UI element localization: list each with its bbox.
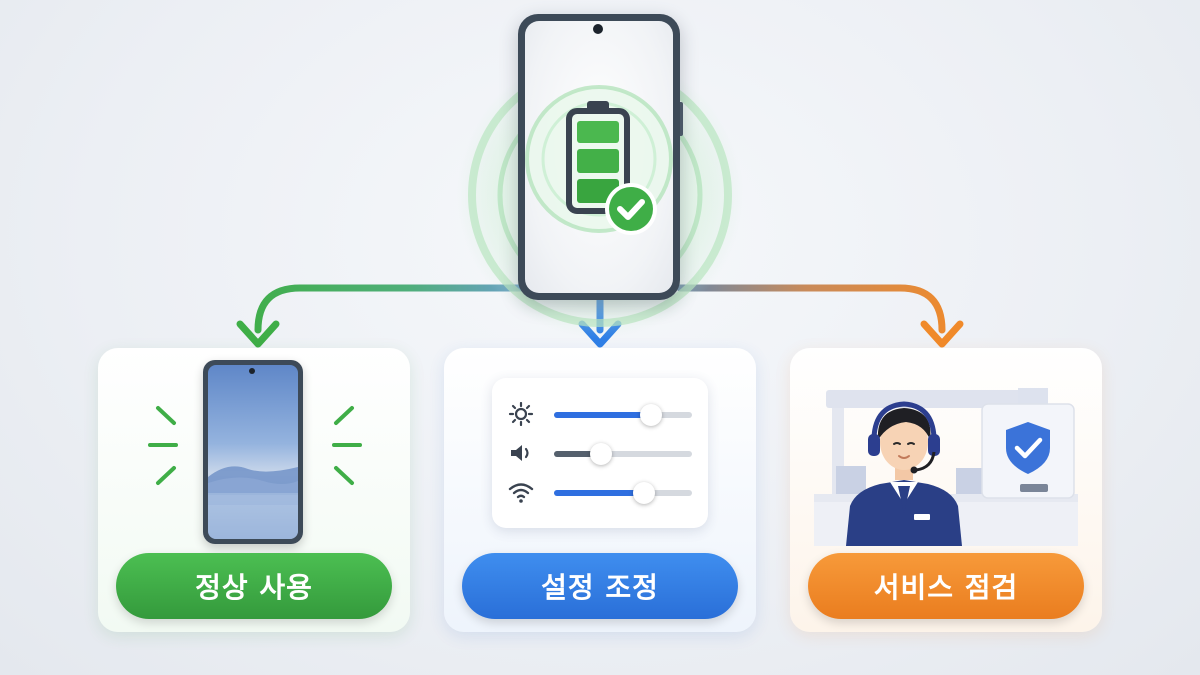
agent-hair: [877, 408, 931, 440]
label-normal-use[interactable]: 정상 사용: [116, 553, 392, 619]
volume-icon: [511, 445, 529, 461]
volume-fill: [554, 451, 601, 457]
label-settings-adjust[interactable]: 설정 조정: [462, 553, 738, 619]
connector-left: [254, 284, 524, 334]
brightness-fill: [554, 412, 651, 418]
wifi-icon: [508, 483, 534, 503]
wifi-track: [554, 482, 692, 504]
label-service-check[interactable]: 서비스 점검: [808, 553, 1084, 619]
vibration-lines-right: [332, 406, 362, 485]
arrowhead-right: [920, 320, 964, 348]
slider-volume[interactable]: [508, 441, 694, 465]
slider-wifi[interactable]: [508, 480, 694, 504]
camera-dot: [593, 24, 603, 34]
card-settings-adjust[interactable]: 설정 조정: [444, 348, 756, 632]
wifi-knob[interactable]: [632, 482, 655, 504]
volume-track: [554, 443, 692, 465]
shield-icon: [1006, 422, 1050, 474]
smartphone-camera: [249, 368, 255, 374]
card-normal-use[interactable]: 정상 사용: [98, 348, 410, 632]
slider-brightness[interactable]: [508, 402, 694, 426]
main-phone: [518, 14, 683, 300]
arrowhead-left: [236, 320, 280, 348]
service-agent-icon: [814, 388, 1078, 546]
battery-check-icon: [566, 101, 657, 235]
wifi-fill: [554, 490, 644, 496]
side-button: [680, 102, 683, 136]
smartphone-icon: [203, 360, 303, 544]
headset-icon: [871, 401, 937, 447]
battery-level-2: [577, 149, 619, 173]
vibration-lines-left: [148, 406, 178, 485]
main-phone-screen: [525, 21, 673, 293]
smartphone-screen: [208, 365, 298, 539]
wallpaper-landscape: [208, 466, 298, 539]
brightness-icon: [508, 402, 534, 426]
brightness-track: [554, 404, 692, 426]
volume-knob[interactable]: [589, 443, 612, 465]
card-service-check[interactable]: 서비스 점검: [790, 348, 1102, 632]
battery-level-1: [577, 121, 619, 143]
brightness-knob[interactable]: [639, 404, 662, 426]
connector-right: [676, 284, 946, 334]
agent-face: [880, 414, 928, 470]
shield-check-icon: [1014, 437, 1043, 459]
settings-sliders-icon: [492, 378, 708, 528]
check-icon: [617, 199, 645, 220]
